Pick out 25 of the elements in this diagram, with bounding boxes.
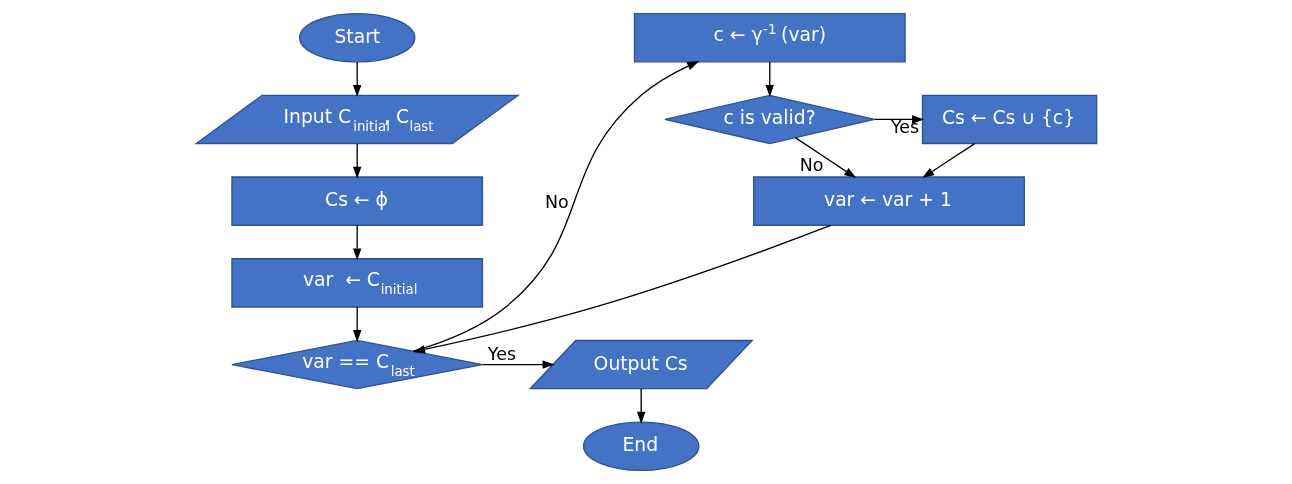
edge-label: Yes bbox=[487, 343, 516, 364]
node-box: Cs ← ϕ bbox=[230, 176, 483, 226]
arrow bbox=[352, 142, 361, 179]
edge-label: Yes bbox=[890, 117, 919, 138]
node-box: var ← C$_{initial}$ bbox=[230, 258, 483, 308]
node-ellipse: End bbox=[582, 421, 699, 472]
edge-label: No bbox=[799, 155, 823, 176]
arrow bbox=[794, 137, 856, 179]
edge-label: No bbox=[544, 191, 569, 212]
node-ellipse: Start bbox=[298, 12, 415, 63]
node-box: Cs ← Cs ∪ {c} bbox=[921, 94, 1097, 145]
arrow bbox=[921, 142, 975, 179]
arrow bbox=[481, 360, 555, 369]
arrow bbox=[411, 61, 699, 352]
node-diamond: c is valid? bbox=[663, 94, 875, 145]
arrow bbox=[352, 306, 361, 343]
arrow bbox=[765, 61, 774, 98]
node-diamond: var == C$_{last}$ bbox=[230, 339, 483, 390]
node-box: c ← γ$^{-1}$ (var) bbox=[633, 12, 906, 63]
arrow bbox=[352, 61, 361, 98]
arrow bbox=[873, 115, 924, 124]
node-box: var ← var + 1 bbox=[752, 176, 1025, 226]
arrow bbox=[636, 388, 645, 424]
arrow bbox=[412, 224, 831, 354]
arrow bbox=[352, 224, 361, 261]
